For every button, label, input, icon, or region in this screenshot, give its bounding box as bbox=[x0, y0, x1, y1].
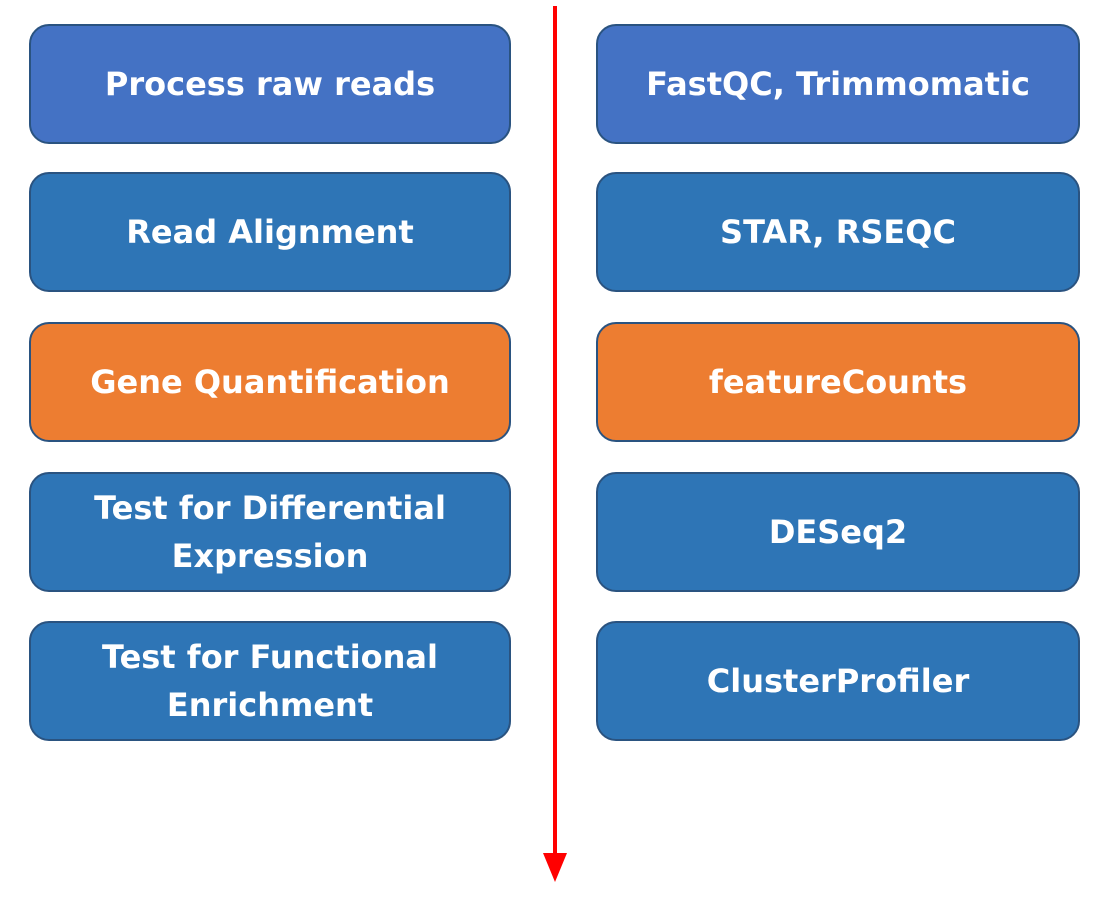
step-differential-expression: Test for Differential Expression bbox=[29, 472, 511, 592]
step-label: Process raw reads bbox=[104, 65, 436, 103]
step-read-alignment: Read Alignment bbox=[29, 172, 511, 292]
step-process-raw-reads: Process raw reads bbox=[29, 24, 511, 144]
flow-arrow bbox=[543, 6, 567, 882]
tool-label: DESeq2 bbox=[768, 513, 908, 551]
step-gene-quantification: Gene Quantification bbox=[29, 322, 511, 442]
step-label: Test for Differential Expression bbox=[94, 489, 446, 575]
tool-label: FastQC, Trimmomatic bbox=[646, 65, 1030, 103]
tool-label: STAR, RSEQC bbox=[720, 213, 956, 251]
tool-label: ClusterProfiler bbox=[706, 662, 970, 700]
step-label: Read Alignment bbox=[126, 213, 414, 251]
tool-label: featureCounts bbox=[708, 363, 968, 401]
tool-clusterprofiler: ClusterProfiler bbox=[596, 621, 1080, 741]
tool-featurecounts: featureCounts bbox=[596, 322, 1080, 442]
tool-fastqc-trimmomatic: FastQC, Trimmomatic bbox=[596, 24, 1080, 144]
flow-arrow-head bbox=[543, 853, 567, 882]
step-functional-enrichment: Test for Functional Enrichment bbox=[29, 621, 511, 741]
tool-star-rseqc: STAR, RSEQC bbox=[596, 172, 1080, 292]
step-label: Test for Functional Enrichment bbox=[102, 638, 438, 724]
step-label: Gene Quantification bbox=[90, 363, 450, 401]
tool-deseq2: DESeq2 bbox=[596, 472, 1080, 592]
